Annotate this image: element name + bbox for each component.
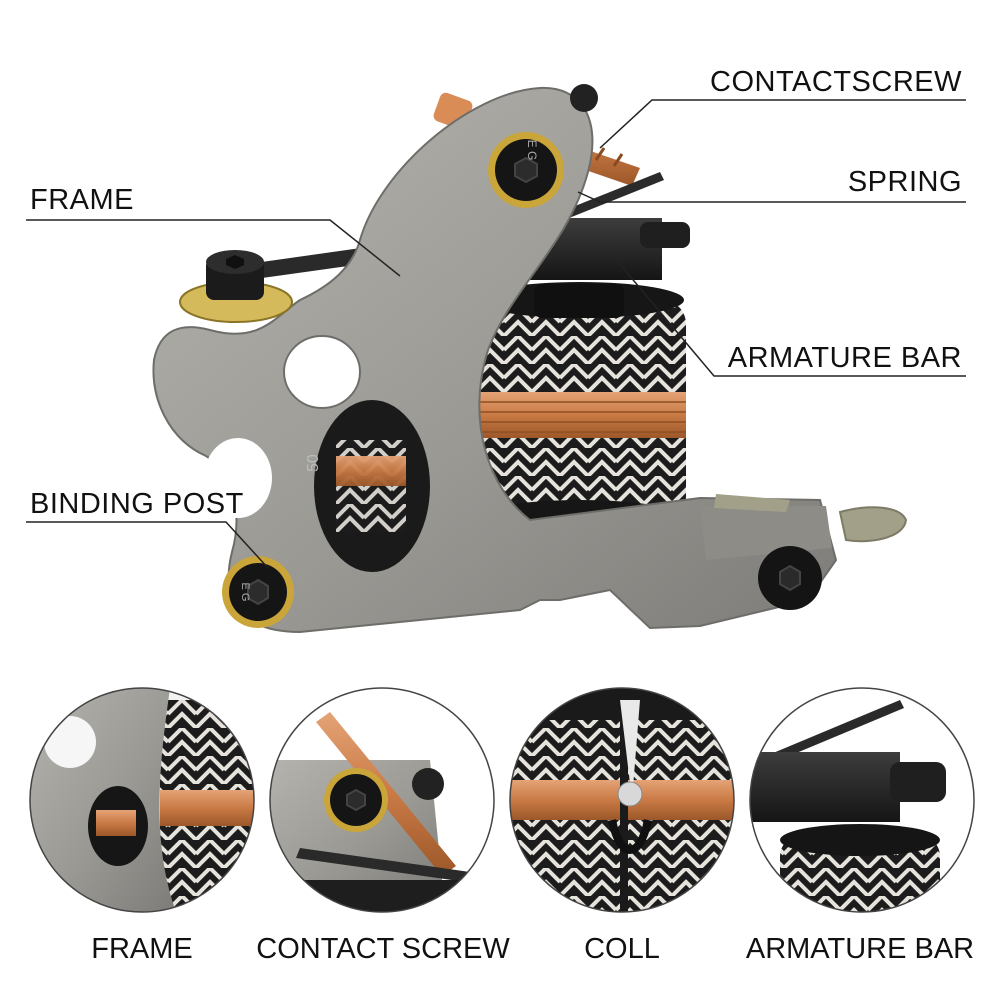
left-screw-mark: E G	[239, 583, 251, 602]
lower-left-screw: E G	[222, 556, 294, 628]
frame-hole-small	[283, 335, 361, 409]
top-screw: E G	[488, 132, 564, 208]
coil-mark: 50	[305, 454, 322, 472]
right-screw	[758, 546, 822, 610]
tube-vise-tab	[838, 506, 908, 543]
leader-contactscrew	[599, 99, 966, 149]
caption-coll: COLL	[584, 933, 660, 965]
label-contactscrew: CONTACTSCREW	[710, 66, 962, 98]
label-binding-post: BINDING POST	[30, 488, 244, 520]
leader-armature	[617, 261, 966, 377]
detail-armature-bar	[749, 687, 975, 913]
caption-frame: FRAME	[91, 933, 193, 965]
main-machine: 50 E G E G	[152, 84, 908, 634]
label-armature-bar: ARMATURE BAR	[727, 342, 962, 374]
caption-contact-screw: CONTACT SCREW	[256, 933, 510, 965]
detail-frame	[29, 687, 255, 913]
label-frame: FRAME	[30, 184, 134, 216]
detail-contact-screw	[269, 687, 495, 913]
caption-armature-bar: ARMATURE BAR	[745, 933, 975, 965]
frame-notch	[204, 438, 272, 518]
label-spring: SPRING	[847, 166, 962, 198]
leader-lines	[26, 99, 966, 569]
top-screw-mark: E G	[525, 140, 539, 161]
binding-post	[179, 250, 293, 323]
leader-frame	[26, 219, 401, 277]
detail-coil	[509, 687, 735, 913]
front-coil	[476, 282, 686, 536]
leader-spring	[577, 191, 966, 203]
leader-binding	[26, 521, 269, 569]
